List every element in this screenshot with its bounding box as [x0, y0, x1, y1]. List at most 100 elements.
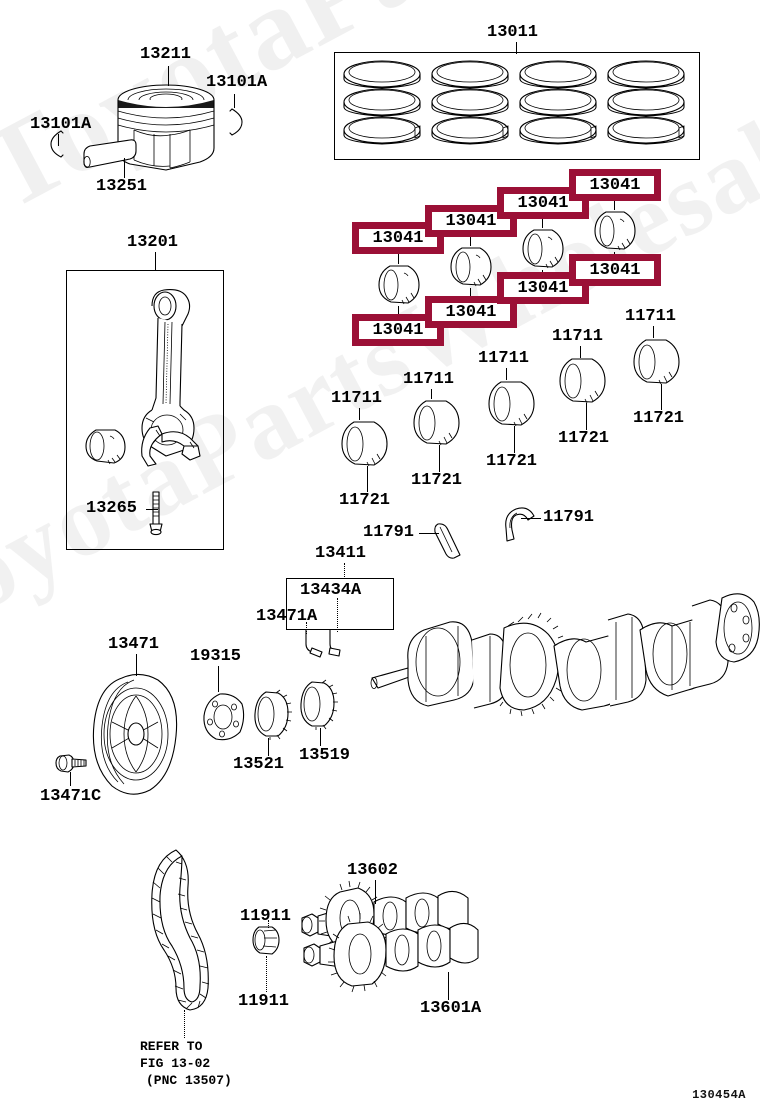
- leader-rod-bearing-2: [470, 236, 471, 246]
- label-thrust-washer-left-11791: 11791: [363, 523, 415, 542]
- main-bearing-shell-4: [559, 358, 606, 404]
- label-bushing-upper-11911: 11911: [240, 907, 292, 926]
- label-main-bearing-upper-3: 11711: [478, 349, 530, 368]
- label-main-bearing-upper-1: 11711: [331, 389, 383, 408]
- conrod-cap-illustration: [141, 425, 201, 467]
- label-balance-shaft-13602: 13602: [347, 861, 399, 880]
- main-bearing-shell-5: [633, 339, 680, 385]
- snap-ring-left-illustration: [50, 130, 64, 158]
- leader-piston-pin: [124, 158, 125, 178]
- leader-conrod-bolt: [146, 509, 158, 510]
- crank-sprocket-13519-illustration: [300, 679, 338, 730]
- thrust-washer-right-illustration: [505, 507, 535, 542]
- rod-bearing-label-7[interactable]: 13041: [497, 272, 589, 304]
- leader-rod-bearing-5: [398, 306, 399, 316]
- chain-refer-line-2: FIG 13-02: [140, 1056, 211, 1071]
- label-main-bearing-lower-3: 11721: [486, 452, 538, 471]
- leader-main-bearing-lower-5: [661, 384, 662, 410]
- label-main-bearing-lower-2: 11721: [411, 471, 463, 490]
- label-crank-pin-13471A: 13471A: [256, 607, 318, 626]
- leader-main-bearing-lower-4: [586, 403, 587, 430]
- label-ring-set-13011: 13011: [487, 23, 539, 42]
- ring-set-frame: [334, 52, 700, 160]
- leader-thrust-washer-left: [419, 533, 439, 534]
- label-conrod-bolt-13265: 13265: [86, 499, 138, 518]
- label-main-bearing-lower-4: 11721: [558, 429, 610, 448]
- piston-rings-illustration: [343, 60, 685, 145]
- leader-crank-key: [337, 598, 338, 632]
- leader-main-bearing-upper-1: [359, 408, 360, 420]
- leader-main-bearing-upper-5: [653, 326, 654, 338]
- rod-bearing-label-8[interactable]: 13041: [569, 254, 661, 286]
- crankshaft-illustration: [370, 593, 760, 717]
- leader-main-bearing-lower-1: [367, 466, 368, 492]
- label-main-bearing-lower-1: 11721: [339, 491, 391, 510]
- leader-ring-set: [516, 42, 517, 54]
- leader-conrod: [155, 252, 156, 270]
- label-main-bearing-upper-4: 11711: [552, 327, 604, 346]
- leader-timing-chain: [184, 1010, 185, 1038]
- label-sprocket-13521: 13521: [233, 755, 285, 774]
- pulley-bolt-illustration: [55, 754, 87, 773]
- piston-illustration: [117, 84, 215, 171]
- timing-chain-illustration: [151, 849, 210, 1011]
- leader-sprocket-13521: [268, 738, 269, 756]
- leader-rod-bearing-4: [614, 200, 615, 210]
- leader-rod-bearing-6: [470, 288, 471, 300]
- rod-bearing-shell-4: [594, 211, 636, 251]
- label-thrust-washer-right-11791: 11791: [543, 508, 595, 527]
- leader-crank-pulley: [136, 654, 137, 676]
- rod-bearing-shell-2: [450, 247, 492, 287]
- label-crank-key-13434A: 13434A: [300, 581, 362, 600]
- conrod-assembly-frame: [66, 270, 224, 550]
- leader-main-bearing-upper-3: [506, 368, 507, 380]
- chain-refer-line-1: REFER TO: [140, 1039, 203, 1054]
- leader-crankshaft: [344, 563, 345, 577]
- leader-crank-pin: [306, 622, 307, 634]
- chain-refer-line-3: (PNC 13507): [146, 1073, 232, 1088]
- label-piston-pin-13251: 13251: [96, 177, 148, 196]
- leader-balance-shaft-13602: [375, 880, 376, 904]
- crank-sprocket-13521-illustration: [254, 689, 292, 740]
- pulley-plate-illustration: [203, 693, 245, 741]
- label-main-bearing-upper-2: 11711: [403, 370, 455, 389]
- crank-pulley-illustration: [92, 673, 178, 795]
- rod-bearing-shell-3: [522, 229, 564, 269]
- label-snapring-right-13101A: 13101A: [206, 73, 268, 92]
- thrust-washer-left-illustration: [434, 523, 461, 559]
- rod-bearing-label-4[interactable]: 13041: [569, 169, 661, 201]
- main-bearing-shell-3: [488, 381, 535, 427]
- conrod-bolt-illustration: [149, 491, 163, 536]
- label-snapring-left-13101A: 13101A: [30, 115, 92, 134]
- label-bushing-lower-11911: 11911: [238, 992, 290, 1011]
- leader-bushing-lower: [266, 956, 267, 992]
- piston-pin-illustration: [83, 139, 137, 168]
- label-pulley-bolt-13471C: 13471C: [40, 787, 102, 806]
- leader-bushing-upper: [268, 920, 269, 928]
- leader-snapring-right: [234, 94, 235, 108]
- main-bearing-shell-1: [341, 421, 388, 467]
- balance-shaft-bushing-illustration: [252, 926, 280, 955]
- leader-main-bearing-lower-3: [514, 426, 515, 453]
- leader-snapring-left: [58, 134, 59, 146]
- label-sprocket-13519: 13519: [299, 746, 351, 765]
- leader-rod-bearing-1: [398, 252, 399, 264]
- leader-piston: [168, 66, 169, 86]
- figure-code: 130454A: [692, 1088, 746, 1102]
- leader-main-bearing-lower-2: [439, 445, 440, 472]
- rod-bearing-shell-1: [378, 265, 420, 305]
- leader-main-bearing-upper-4: [580, 346, 581, 358]
- leader-thrust-washer-right: [521, 518, 541, 519]
- conrod-bearing-illustration: [85, 429, 126, 465]
- leader-balance-shaft-13601A: [448, 972, 449, 1000]
- leader-main-bearing-upper-2: [431, 389, 432, 399]
- leader-pulley-plate: [218, 666, 219, 692]
- label-main-bearing-upper-5: 11711: [625, 307, 677, 326]
- snap-ring-right-illustration: [229, 108, 243, 136]
- crankshaft-detail-frame: [286, 578, 394, 630]
- rod-bearing-label-1[interactable]: 13041: [352, 222, 444, 254]
- leader-rod-bearing-3: [542, 218, 543, 228]
- label-crankshaft-13411: 13411: [315, 544, 367, 563]
- label-pulley-plate-19315: 19315: [190, 647, 242, 666]
